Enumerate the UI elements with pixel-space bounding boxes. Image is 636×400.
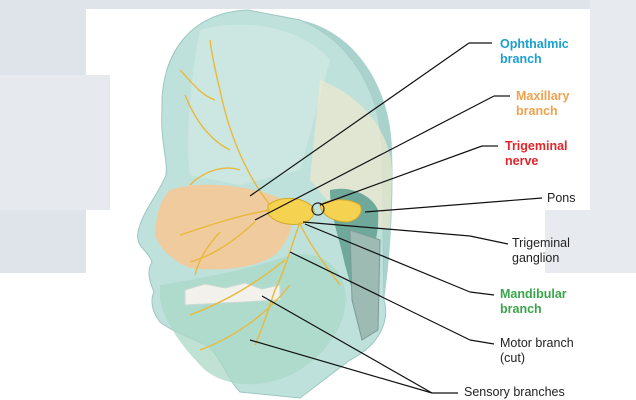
label-motor-branch: Motor branch (cut) <box>500 336 574 366</box>
label-trigeminal-nerve: Trigeminal nerve <box>505 139 568 169</box>
label-mandibular-branch: Mandibular branch <box>500 287 567 317</box>
label-trigeminal-ganglion: Trigeminal ganglion <box>512 236 570 266</box>
maxillary-region <box>155 185 292 270</box>
label-ophthalmic-branch: Ophthalmic branch <box>500 37 569 67</box>
label-sensory-branches: Sensory branches <box>464 385 565 400</box>
label-pons: Pons <box>547 191 576 206</box>
label-maxillary-branch: Maxillary branch <box>516 89 570 119</box>
